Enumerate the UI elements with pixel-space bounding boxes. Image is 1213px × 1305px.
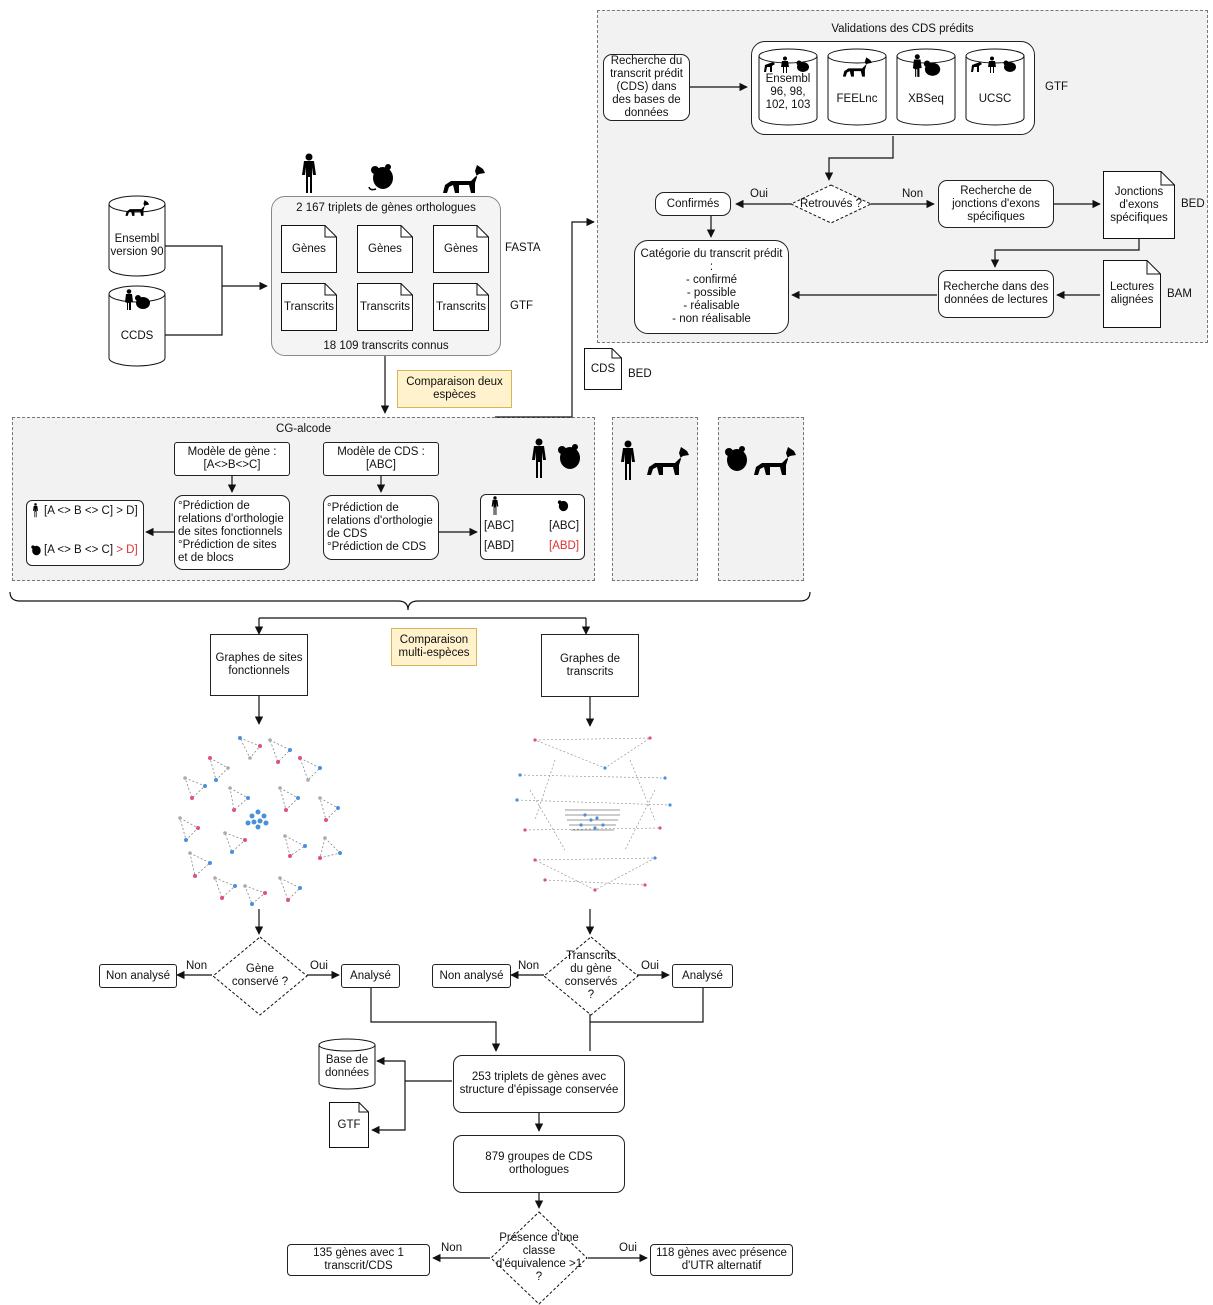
oui-label-validation: Oui bbox=[750, 188, 768, 200]
db-ucsc: UCSC bbox=[965, 48, 1025, 126]
left-non-label: Non bbox=[186, 960, 208, 972]
ensembl-v90-db: Ensembl version 90 bbox=[108, 195, 166, 277]
mouse-icon bbox=[368, 164, 393, 191]
bam-label: BAM bbox=[1167, 288, 1192, 300]
reads-search-box: Recherche dans des données de lectures bbox=[938, 270, 1054, 318]
alt-utr-box: 118 gènes avec présence d'UTR alternatif bbox=[650, 1244, 793, 1276]
mouse-icon-seq-bottom bbox=[31, 545, 41, 556]
junction-doc: Jonctions d'exons spécifiques bbox=[1103, 171, 1175, 239]
transcripts-doc-2: Transcrits bbox=[357, 283, 413, 331]
cds-model-box: Modèle de CDS : [ABC] bbox=[323, 442, 439, 476]
human-icon bbox=[302, 153, 316, 193]
left-not-analysed-box: Non analysé bbox=[99, 964, 177, 988]
mouse-icon-panel3 bbox=[725, 446, 747, 471]
site-graph-box: Graphes de sites fonctionnels bbox=[210, 634, 308, 696]
db-feelnc: FEELnc bbox=[827, 48, 887, 126]
junction-search-box: Recherche de jonctions d'exons spécifiqu… bbox=[938, 180, 1054, 228]
orthologous-triplets-label: 2 167 triplets de gènes orthologues bbox=[296, 202, 476, 214]
transcript-graph-box: Graphes de transcrits bbox=[541, 634, 639, 697]
cds-groups-box: 879 groupes de CDS orthologues bbox=[453, 1135, 625, 1193]
result-oui-label: Oui bbox=[619, 1242, 637, 1254]
transcript-search-box: Recherche du transcrit prédit (CDS) dans… bbox=[603, 54, 690, 121]
human-icon-seq-top bbox=[33, 503, 38, 518]
known-transcripts-label: 18 109 transcrits connus bbox=[323, 340, 449, 352]
transcripts-doc-3: Transcrits bbox=[433, 283, 489, 331]
ccds-db: CCDS bbox=[108, 285, 166, 367]
gene-prediction-box: °Prédiction de relations d'orthologie de… bbox=[174, 495, 290, 570]
confirmed-box: Confirmés bbox=[655, 192, 731, 216]
left-oui-label: Oui bbox=[310, 960, 328, 972]
gene-model-box: Modèle de gène : [A<>B<>C] bbox=[174, 442, 290, 476]
result-non-label: Non bbox=[441, 1242, 463, 1254]
dog-icon-small-ensembl bbox=[125, 200, 150, 216]
found-decision: Retrouvés ? bbox=[789, 184, 873, 224]
equivalence-class-decision: Présence d'une classe d'équivalence >1 ? bbox=[490, 1211, 588, 1305]
seq-top: [A <> B <> C] > D] bbox=[44, 505, 138, 517]
transcript-graph-image bbox=[515, 736, 672, 892]
mouse-icon-cds-box bbox=[557, 500, 569, 512]
non-label-validation: Non bbox=[902, 188, 924, 200]
dog-icon-panel2 bbox=[647, 447, 689, 475]
validation-title: Validations des CDS prédits bbox=[831, 23, 974, 35]
seq-bottom: [A <> B <> C] > D] bbox=[44, 544, 138, 557]
right-not-analysed-box: Non analysé bbox=[432, 964, 511, 988]
gene-conserved-decision: Gène conservé ? bbox=[212, 936, 308, 1016]
genes-doc-2: Gènes bbox=[357, 225, 413, 273]
category-box: Catégorie du transcrit prédit : - confir… bbox=[634, 240, 789, 334]
site-graph-image bbox=[178, 736, 342, 906]
db-xbseq: XBSeq bbox=[896, 48, 956, 126]
reads-doc: Lectures alignées bbox=[1103, 260, 1161, 328]
site-alignment-box bbox=[26, 500, 144, 566]
multi-species-note: Comparaison multi-espèces bbox=[391, 628, 477, 666]
validation-gtf-label: GTF bbox=[1045, 81, 1068, 93]
genes-doc-3: Gènes bbox=[433, 225, 489, 273]
human-mouse-icon-ccds bbox=[125, 289, 150, 310]
transcripts-conserved-decision: Transcrits du gène conservés ? bbox=[543, 936, 639, 1016]
dog-icon bbox=[443, 165, 485, 193]
abd-left: [ABD] bbox=[484, 540, 515, 552]
fasta-label: FASTA bbox=[505, 242, 541, 254]
species-icons-ucsc bbox=[971, 56, 1016, 73]
left-analysed-box: Analysé bbox=[341, 964, 400, 988]
species-icons-ensembl-versions bbox=[764, 56, 809, 73]
cds-bed-label: BED bbox=[628, 368, 652, 380]
right-oui-label: Oui bbox=[641, 960, 659, 972]
cds-bed-doc: CDS bbox=[584, 348, 622, 390]
human-icon-cgalcode bbox=[532, 438, 546, 478]
cds-prediction-box: °Prédiction de relations d'orthologie de… bbox=[323, 495, 439, 560]
abd-right: [ABD] bbox=[549, 540, 580, 552]
mouse-icon-cgalcode bbox=[558, 444, 580, 469]
genes-doc-1: Gènes bbox=[281, 225, 337, 273]
human-icon-cds-box bbox=[491, 496, 499, 516]
human-mouse-icon-xbseq bbox=[912, 54, 941, 77]
mouse-dog-panel bbox=[718, 417, 804, 581]
right-analysed-box: Analysé bbox=[672, 964, 733, 988]
junction-bed-label: BED bbox=[1181, 198, 1205, 210]
two-species-note: Comparaison deux espèces bbox=[397, 370, 512, 408]
human-icon-panel2 bbox=[621, 440, 635, 480]
db-ensembl-versions: Ensembl 96, 98, 102, 103 bbox=[758, 48, 818, 126]
result-database: Base de données bbox=[318, 1038, 376, 1090]
input-gtf-label: GTF bbox=[510, 300, 533, 312]
cgalcode-title: CG-alcode bbox=[276, 423, 331, 435]
result-gtf-doc: GTF bbox=[329, 1102, 369, 1148]
seq-bottom-red: > D] bbox=[116, 544, 138, 556]
transcripts-doc-1: Transcrits bbox=[281, 283, 337, 331]
dog-icon-panel3 bbox=[754, 447, 796, 475]
abc-left: [ABC] bbox=[484, 520, 515, 532]
one-transcript-box: 135 gènes avec 1 transcrit/CDS bbox=[287, 1244, 430, 1276]
dog-icon-feelnc bbox=[842, 57, 872, 77]
seq-bottom-black: [A <> B <> C] bbox=[44, 544, 114, 556]
right-non-label: Non bbox=[518, 960, 540, 972]
conserved-triplets-box: 253 triplets de gènes avec structure d'é… bbox=[453, 1055, 625, 1113]
abc-right: [ABC] bbox=[549, 520, 580, 532]
